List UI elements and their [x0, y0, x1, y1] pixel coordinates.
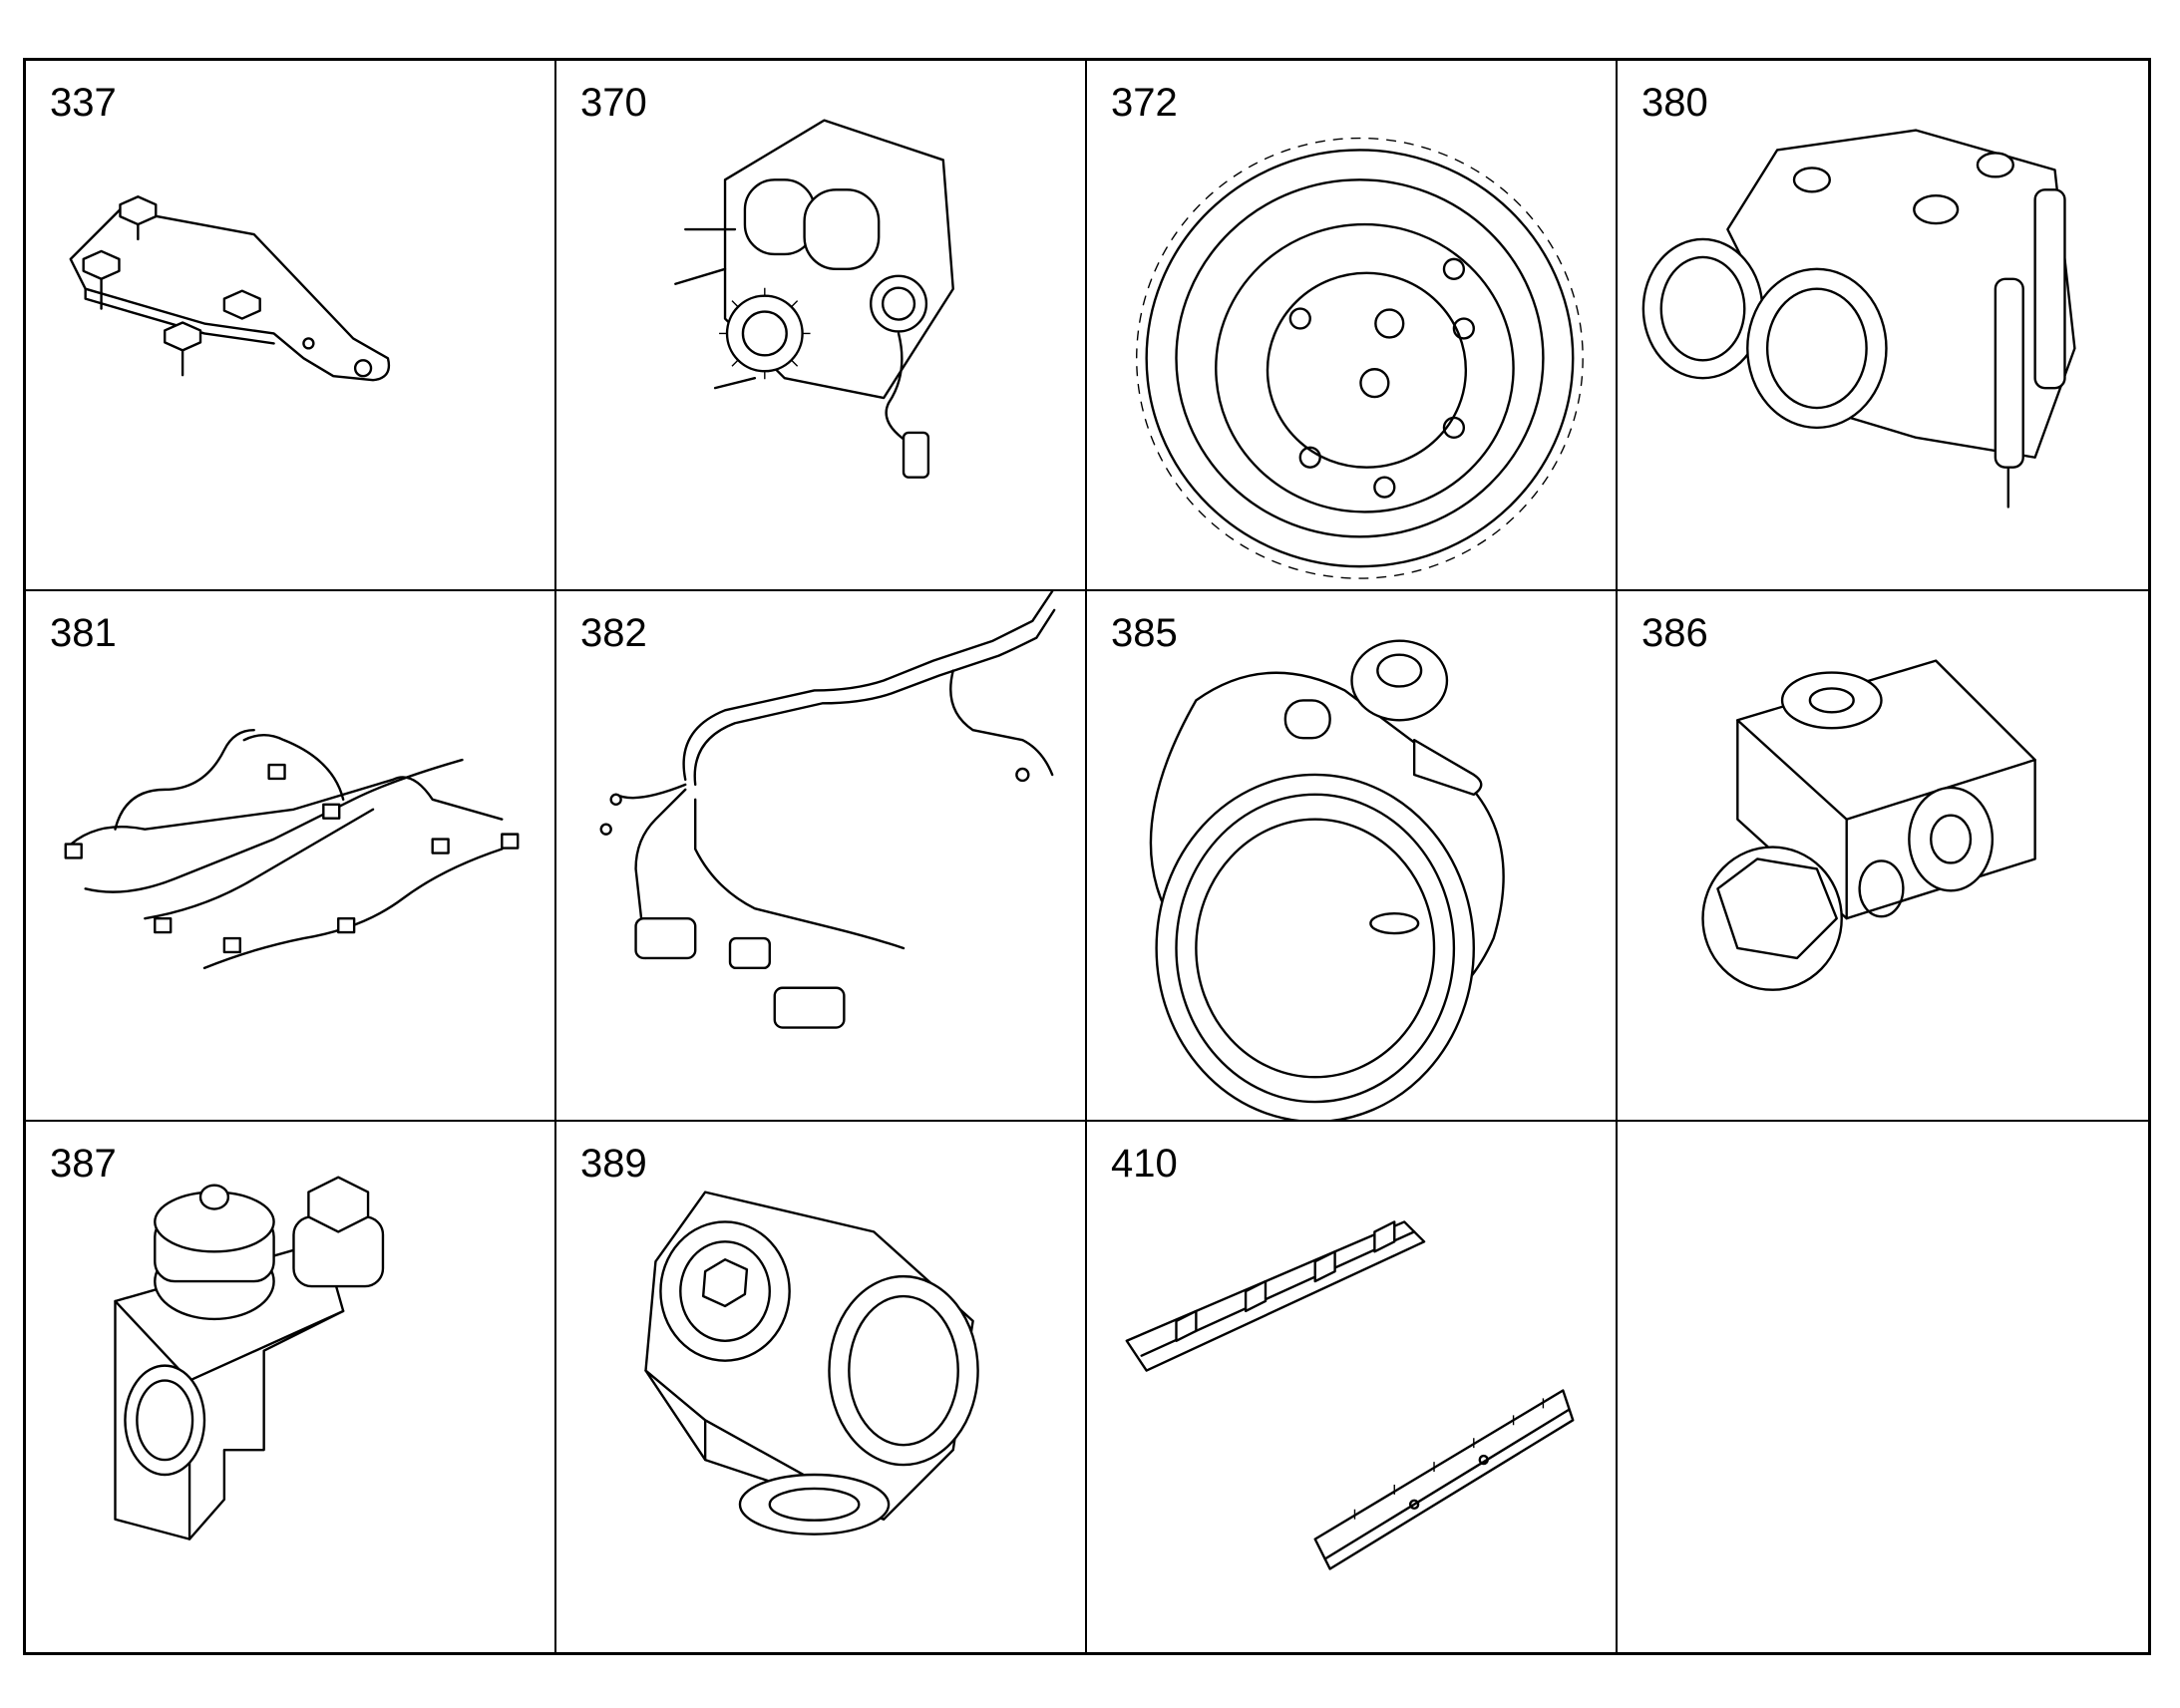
oil-pump-assembly-illustration: [674, 119, 954, 479]
bracket-plate-illustration: [69, 195, 391, 382]
wiring-harness-illustration: [64, 729, 520, 970]
valve-fitting-illustration: [644, 1191, 979, 1536]
gear-illustration: [1136, 137, 1584, 579]
part-cell-380[interactable]: 380: [1618, 61, 2148, 591]
part-number: 410: [1111, 1142, 1178, 1186]
part-cell-337[interactable]: 337: [26, 61, 556, 591]
part-number: 389: [580, 1142, 647, 1186]
part-number: 337: [50, 81, 117, 125]
part-number: 385: [1111, 611, 1178, 655]
part-cell-389[interactable]: 389: [556, 1122, 1087, 1652]
part-cell-386[interactable]: 386: [1618, 591, 2148, 1122]
part-number: 386: [1641, 611, 1708, 655]
empty-cell: [1618, 1122, 2148, 1652]
pump-housing-illustration: [1641, 129, 2076, 509]
hose-clamp-illustration: [1149, 639, 1505, 1120]
valve-block-with-caps-illustration: [114, 1176, 385, 1540]
part-number: 372: [1111, 81, 1178, 125]
part-cell-370[interactable]: 370: [556, 61, 1087, 591]
part-cell-381[interactable]: 381: [26, 591, 556, 1122]
part-number: 370: [580, 81, 647, 125]
part-number: 381: [50, 611, 117, 655]
rail-assemblies-illustration: [1125, 1220, 1575, 1570]
tube-harness-illustration: [599, 591, 1056, 1029]
parts-grid: 337 370 372: [23, 58, 2151, 1655]
part-number: 387: [50, 1142, 117, 1186]
part-cell-387[interactable]: 387: [26, 1122, 556, 1652]
bolt: [119, 195, 158, 241]
part-number: 380: [1641, 81, 1708, 125]
part-cell-382[interactable]: 382: [556, 591, 1087, 1122]
part-cell-410[interactable]: 410: [1087, 1122, 1618, 1652]
part-cell-372[interactable]: 372: [1087, 61, 1618, 591]
valve-block-illustration: [1701, 659, 2036, 991]
part-number: 382: [580, 611, 647, 655]
part-cell-385[interactable]: 385: [1087, 591, 1618, 1122]
